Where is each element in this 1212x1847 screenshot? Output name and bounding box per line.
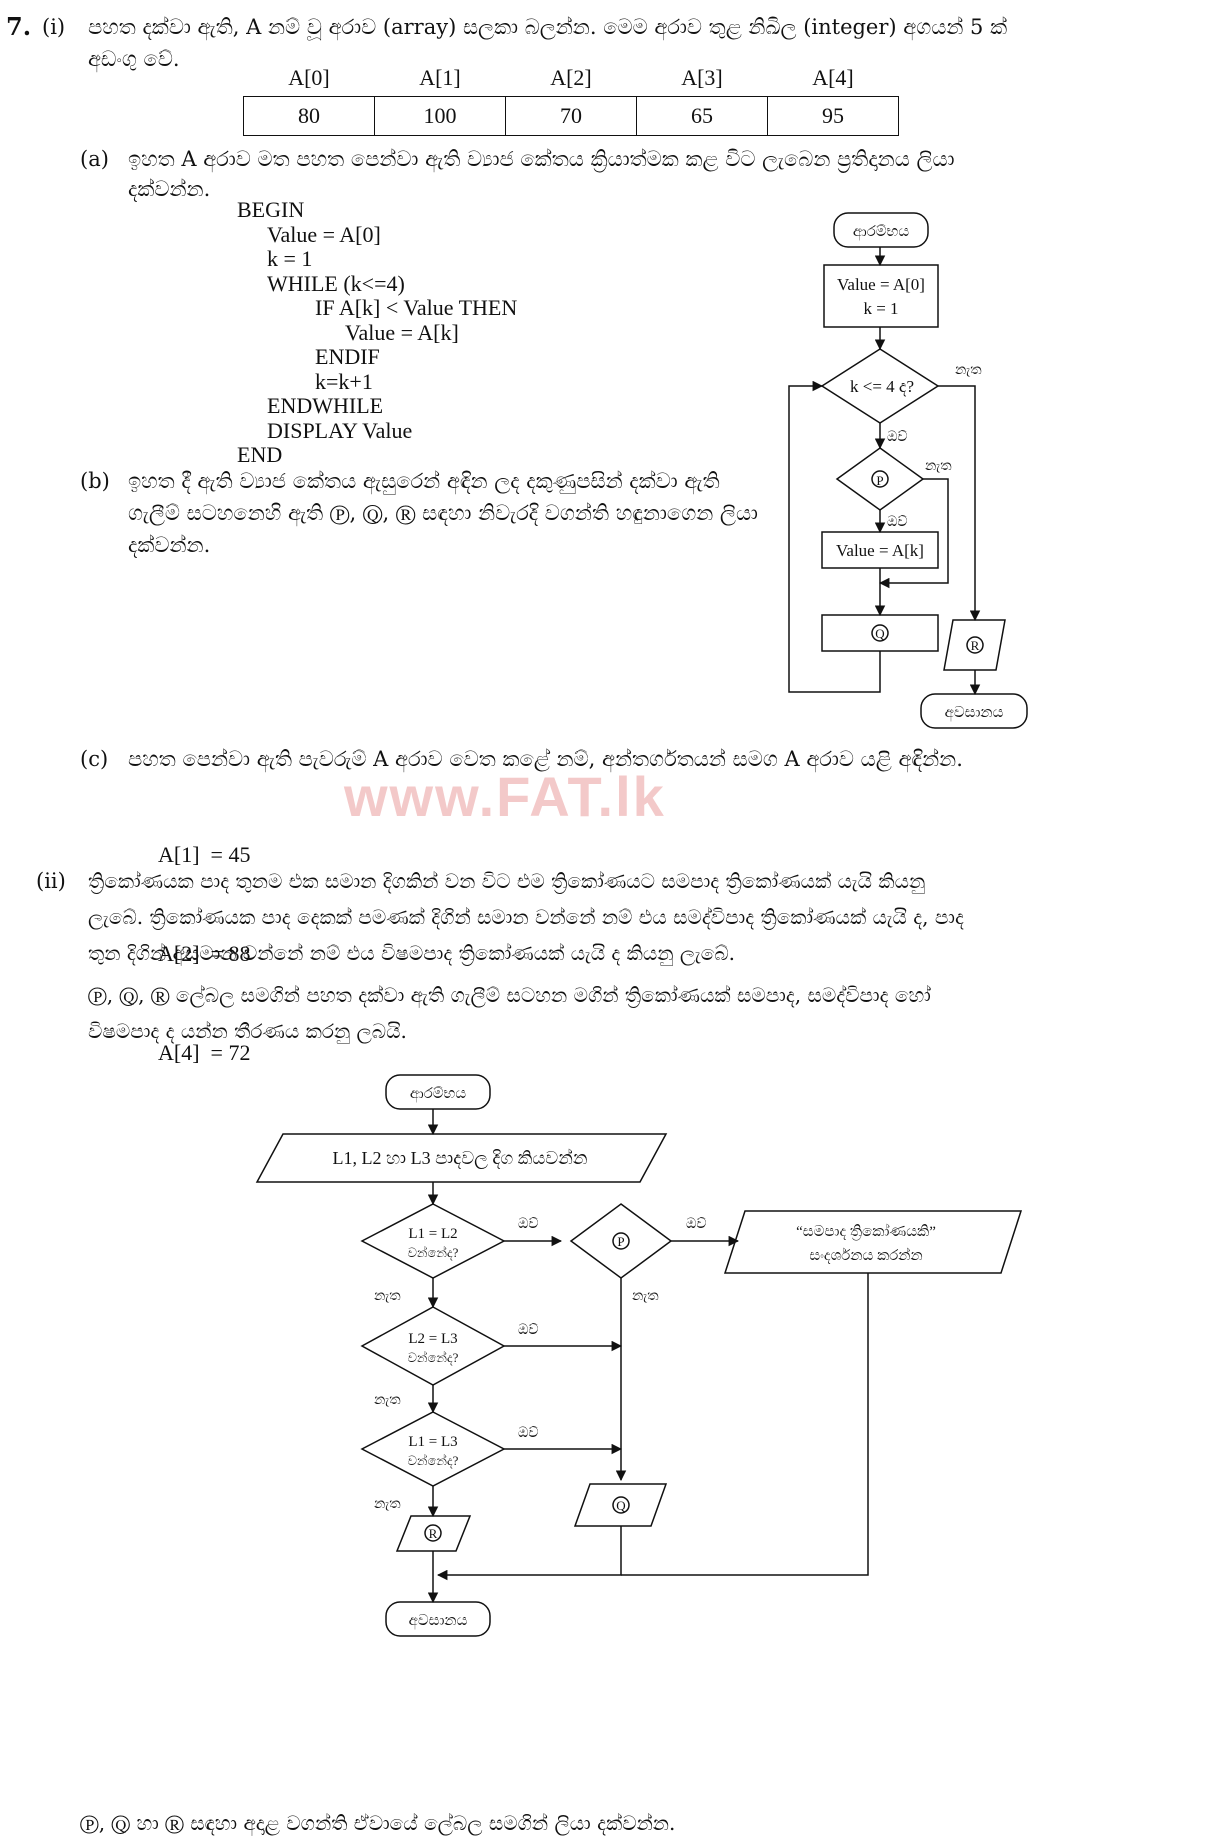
fc2-output-r (395, 1515, 472, 1552)
array-header: A[2] (550, 65, 592, 90)
final-instruction: Ⓟ, Ⓠ හා Ⓡ සඳහා අදාළ වගන්ති ඒවායේ ලේබල සම… (80, 1811, 676, 1835)
fc2-c2a: L2 = L3 (408, 1331, 457, 1347)
array-cell: 65 (636, 96, 768, 136)
part-ii-line-2: ලැබේ. ත්‍රිකෝණයක පාද දෙකක් පමණක් දිගින් … (88, 905, 964, 929)
part-ii-line-4: Ⓟ, Ⓠ, Ⓡ ලේබල සමගින් පහත දක්වා ඇති ගැලීම්… (88, 983, 931, 1007)
fc1-cond-text: k <= 4 ද? (850, 377, 914, 397)
array-cell: 70 (505, 96, 637, 136)
intro-line-2: අඩංගු වේ. (88, 47, 180, 71)
fc2-c1b: වන්නේද? (408, 1245, 459, 1261)
fc1-no-1: නැත (955, 363, 982, 378)
code-line: k=k+1 (315, 368, 373, 394)
question-number: 7. (6, 12, 32, 41)
fc1-assign: Value = A[k] (836, 541, 924, 560)
fc1-start-terminal (833, 212, 929, 248)
fc1-start-text: ආරම්භය (853, 224, 909, 241)
fc2-yes-3: ඔව් (518, 1425, 538, 1441)
part-c-line-1: පහත පෙන්වා ඇති පැවරුම් A අරාව වෙත කළේ නම… (128, 747, 963, 771)
fc2-start-terminal (385, 1074, 491, 1110)
fc2-r-label: R (429, 1526, 438, 1541)
assignment-line: A[2] = 88 (158, 941, 251, 966)
fc2-input (255, 1133, 668, 1183)
fc1-end-terminal (920, 693, 1028, 729)
part-b-label: (b) (80, 469, 110, 493)
intro-line-1: පහත දක්වා ඇති, A නම් වූ අරාව (array) සලක… (88, 15, 1008, 39)
part-i-label: (i) (42, 15, 66, 39)
fc2-no-1: නැත (374, 1289, 401, 1304)
assignments: A[1] = 45 A[2] = 88 A[4] = 72 (158, 772, 250, 1102)
fc2-no-p: නැත (632, 1289, 659, 1304)
fc1-output (943, 619, 1006, 671)
fc2-output-equilateral (723, 1210, 1023, 1274)
code-line: BEGIN (237, 197, 305, 222)
fc2-yes-1: ඔව් (518, 1216, 538, 1232)
array-cell: 100 (374, 96, 506, 136)
code-line: ENDWHILE (267, 393, 384, 418)
part-a-line-1: ඉහත A අරාව මත පහත පෙන්වා ඇති ව්‍යාජ කේතය… (128, 147, 955, 171)
part-ii-line-3: තුන දිගින් අසමාන වන්නේ නම් එය විෂමපාද ත්… (88, 941, 736, 965)
flowchart-minimum: ආරම්භය Value = A[0] k = 1 k <= 4 ද? නැත … (788, 212, 1028, 729)
part-a-line-2: දක්වන්න. (128, 177, 211, 201)
fc1-init-1: Value = A[0] (837, 275, 925, 294)
fc1-init-2: k = 1 (863, 299, 898, 318)
part-a-label: (a) (80, 147, 109, 171)
code-line: DISPLAY Value (267, 417, 413, 443)
fc2-yes-p: ඔව් (686, 1216, 706, 1232)
part-b-line-3: දක්වන්න. (128, 533, 211, 557)
code-line: k = 1 (267, 246, 313, 271)
part-ii-label: (ii) (36, 869, 66, 893)
fc2-p-label: P (617, 1234, 624, 1249)
fc1-no-2: නැත (925, 459, 952, 474)
code-line: ENDIF (315, 344, 380, 369)
fc2-c2b: වන්නේද? (408, 1350, 459, 1366)
fc1-yes-2: ඔව් (887, 514, 907, 530)
code-line: END (237, 442, 283, 467)
flowchart-triangle: ආරම්භය L1, L2 හා L3 පාදවල දිග කියවන්න L1… (255, 1074, 1023, 1637)
fc2-input-text: L1, L2 හා L3 පාදවල දිග කියවන්න (333, 1148, 588, 1169)
code-line: Value = A[k] (345, 319, 459, 345)
fc1-p-label: P (876, 473, 883, 488)
array-header: A[3] (681, 65, 723, 90)
array-header: A[4] (812, 65, 854, 90)
fc2-output-q (573, 1483, 668, 1527)
fc2-end-terminal (385, 1601, 491, 1637)
fc1-yes-1: ඔව් (887, 429, 907, 445)
part-ii-line-1: ත්‍රිකෝණයක පාද තුනම එක සමාන දිගකින් වන ව… (88, 869, 926, 893)
fc2-c1a: L1 = L2 (408, 1226, 457, 1242)
fc2-yes-2: ඔව් (518, 1322, 538, 1338)
pseudo-code: BEGIN Value = A[0] k = 1 WHILE (k<=4) IF… (237, 197, 518, 468)
fc1-end-text: අවසානය (945, 705, 1004, 722)
array-header: A[1] (419, 65, 461, 90)
fc1-q-label: Q (875, 626, 885, 641)
fc2-no-2: නැත (374, 1393, 401, 1408)
part-b-line-1: ඉහත දී ඇති ව්‍යාජ කේතය ඇසුරෙන් අඳින ලද ද… (128, 469, 720, 493)
assignment-line: A[1] = 45 (158, 842, 251, 867)
array-header: A[0] (288, 65, 330, 90)
fc2-c3a: L1 = L3 (408, 1434, 457, 1450)
array-cell: 95 (767, 96, 899, 136)
fc2-out-1: “සමපාද ත්‍රිකෝණයකි” (796, 1222, 936, 1241)
part-c-label: (c) (80, 747, 109, 771)
code-line: IF A[k] < Value THEN (315, 295, 518, 320)
code-line: WHILE (k<=4) (267, 270, 405, 296)
array-table: A[0] A[1] A[2] A[3] A[4] 80 100 70 65 95 (243, 60, 899, 136)
fc1-r-label: R (971, 638, 980, 653)
watermark: www.FAT.lk (344, 765, 666, 828)
fc2-out-2: සංදර්ශනය කරන්න (809, 1246, 922, 1264)
code-line: Value = A[0] (267, 221, 381, 247)
part-b-line-2: ගැලීම් සටහනෙහි ඇති Ⓟ, Ⓠ, Ⓡ සඳහා නිවැරදි … (128, 501, 758, 525)
fc2-q-label: Q (616, 1498, 626, 1513)
fc2-no-3: නැත (374, 1497, 401, 1512)
part-ii-line-5: විෂමපාද ද යන්න තීරණය කරනු ලබයි. (88, 1019, 407, 1043)
fc2-c3b: වන්නේද? (408, 1453, 459, 1469)
fc2-end-text: අවසානය (409, 1613, 468, 1630)
array-cell: 80 (243, 96, 375, 136)
fc2-start-text: ආරම්භය (410, 1086, 466, 1103)
assignment-line: A[4] = 72 (158, 1040, 251, 1065)
